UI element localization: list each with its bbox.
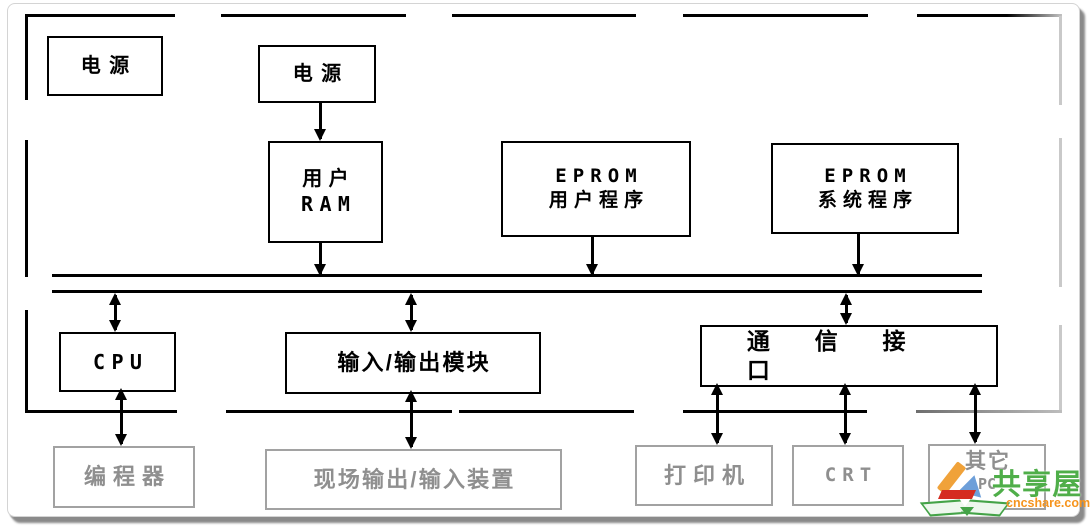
box-label: 用户 (302, 168, 356, 190)
watermark: 共享屋 cncshare.com (919, 455, 1090, 517)
box-label: CRT (824, 463, 878, 486)
watermark-site-url: cncshare.com (1006, 496, 1090, 510)
enclosure-border-segment (25, 410, 177, 413)
enclosure-border-segment (1059, 138, 1062, 287)
arrow-eprom-system-to-bus (852, 230, 865, 276)
box-cpu: CPU (59, 332, 176, 392)
box-printer: 打印机 (635, 445, 773, 506)
page-background (7, 3, 1080, 517)
arrow-ram-to-bus (314, 239, 327, 276)
box-label: RAM (301, 192, 357, 216)
bus-line-top (52, 274, 982, 277)
enclosure-border-segment (25, 140, 28, 277)
box-label: PC (977, 475, 997, 494)
enclosure-border-segment (25, 14, 175, 17)
box-label: 通信接口 (746, 328, 951, 383)
box-programmer: 编程器 (53, 446, 195, 508)
watermark-site-name: 共享屋 (992, 469, 1083, 501)
enclosure-border-segment (916, 410, 1062, 413)
enclosure-border-segment (221, 14, 406, 17)
box-eprom-system-program: EPROM 系统程序 (771, 143, 959, 234)
enclosure-border-segment (25, 310, 28, 413)
arrow-comm-crt (839, 383, 852, 445)
box-eprom-user-program: EPROM 用户程序 (501, 141, 691, 237)
box-label: 系统程序 (817, 189, 919, 211)
box-label: CPU (93, 349, 149, 374)
box-user-ram: 用户 RAM (268, 141, 383, 243)
box-label: 用户程序 (548, 190, 650, 211)
arrow-bus-comm-interface (840, 293, 853, 325)
arrow-io-field-devices (405, 390, 418, 449)
box-label: EPROM (824, 164, 912, 187)
enclosure-border-segment (459, 410, 634, 413)
box-label: 现场输出/输入装置 (313, 466, 516, 492)
arrow-comm-other-pc (969, 383, 982, 444)
enclosure-border-segment (452, 14, 636, 17)
enclosure-border-segment (1059, 16, 1062, 105)
box-label: EPROM (555, 165, 643, 188)
enclosure-border-segment (917, 14, 1062, 17)
arrow-eprom-user-to-bus (586, 233, 599, 276)
box-label: 电源 (80, 54, 138, 77)
logo-book-spine-icon (960, 507, 974, 516)
enclosure-border-segment (226, 410, 452, 413)
box-label: 编程器 (83, 464, 172, 490)
logo-red-bar-icon (937, 490, 977, 499)
box-communication-interface: 通信接口 (700, 325, 998, 387)
box-label: 打印机 (663, 462, 752, 488)
box-crt: CRT (792, 445, 904, 506)
bus-line-bottom (52, 290, 982, 293)
box-power-supply-1: 电源 (47, 36, 163, 96)
box-label: 输入/输出模块 (337, 350, 491, 376)
box-label: 其它 (964, 450, 1012, 473)
box-field-io-devices: 现场输出/输入装置 (265, 449, 562, 510)
watermark-logo-icon (919, 457, 1011, 517)
box-power-supply-2: 电源 (258, 45, 376, 103)
box-io-module: 输入/输出模块 (285, 332, 541, 394)
box-label: 电源 (292, 62, 350, 85)
enclosure-border-segment (683, 14, 868, 17)
enclosure-border-segment (683, 410, 867, 413)
arrow-bus-io-module (405, 293, 418, 332)
arrow-cpu-programmer (115, 388, 128, 446)
arrow-bus-cpu (109, 293, 122, 332)
enclosure-border-segment (1059, 325, 1062, 413)
enclosure-border-segment (25, 17, 28, 100)
arrow-power2-to-ram (314, 99, 327, 141)
arrow-comm-printer (711, 383, 724, 445)
